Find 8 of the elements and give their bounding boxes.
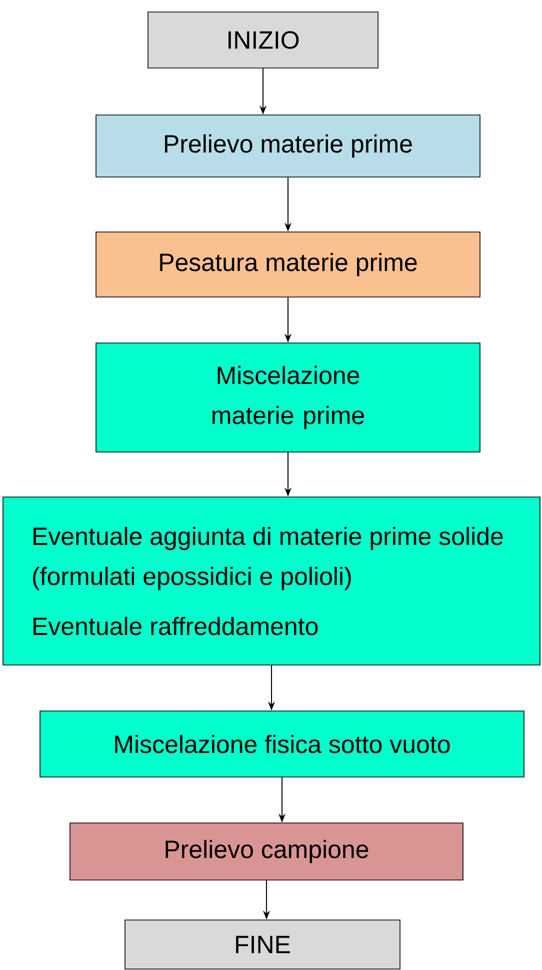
- process-box: FINE: [124, 920, 400, 970]
- process-box: Miscelazione fisica sotto vuoto: [40, 710, 524, 778]
- process-box: Prelievo materie prime: [96, 114, 480, 178]
- process-box: Prelievo campione: [70, 822, 464, 880]
- process-box: Miscelazione materie prime: [96, 342, 480, 452]
- process-box: INIZIO: [148, 12, 378, 68]
- process-box: Pesatura materie prime: [96, 232, 480, 298]
- process-box: Eventuale aggiunta di materie prime solide (formulati epossidici e polioli) Eventuale raffreddamento: [2, 496, 540, 666]
